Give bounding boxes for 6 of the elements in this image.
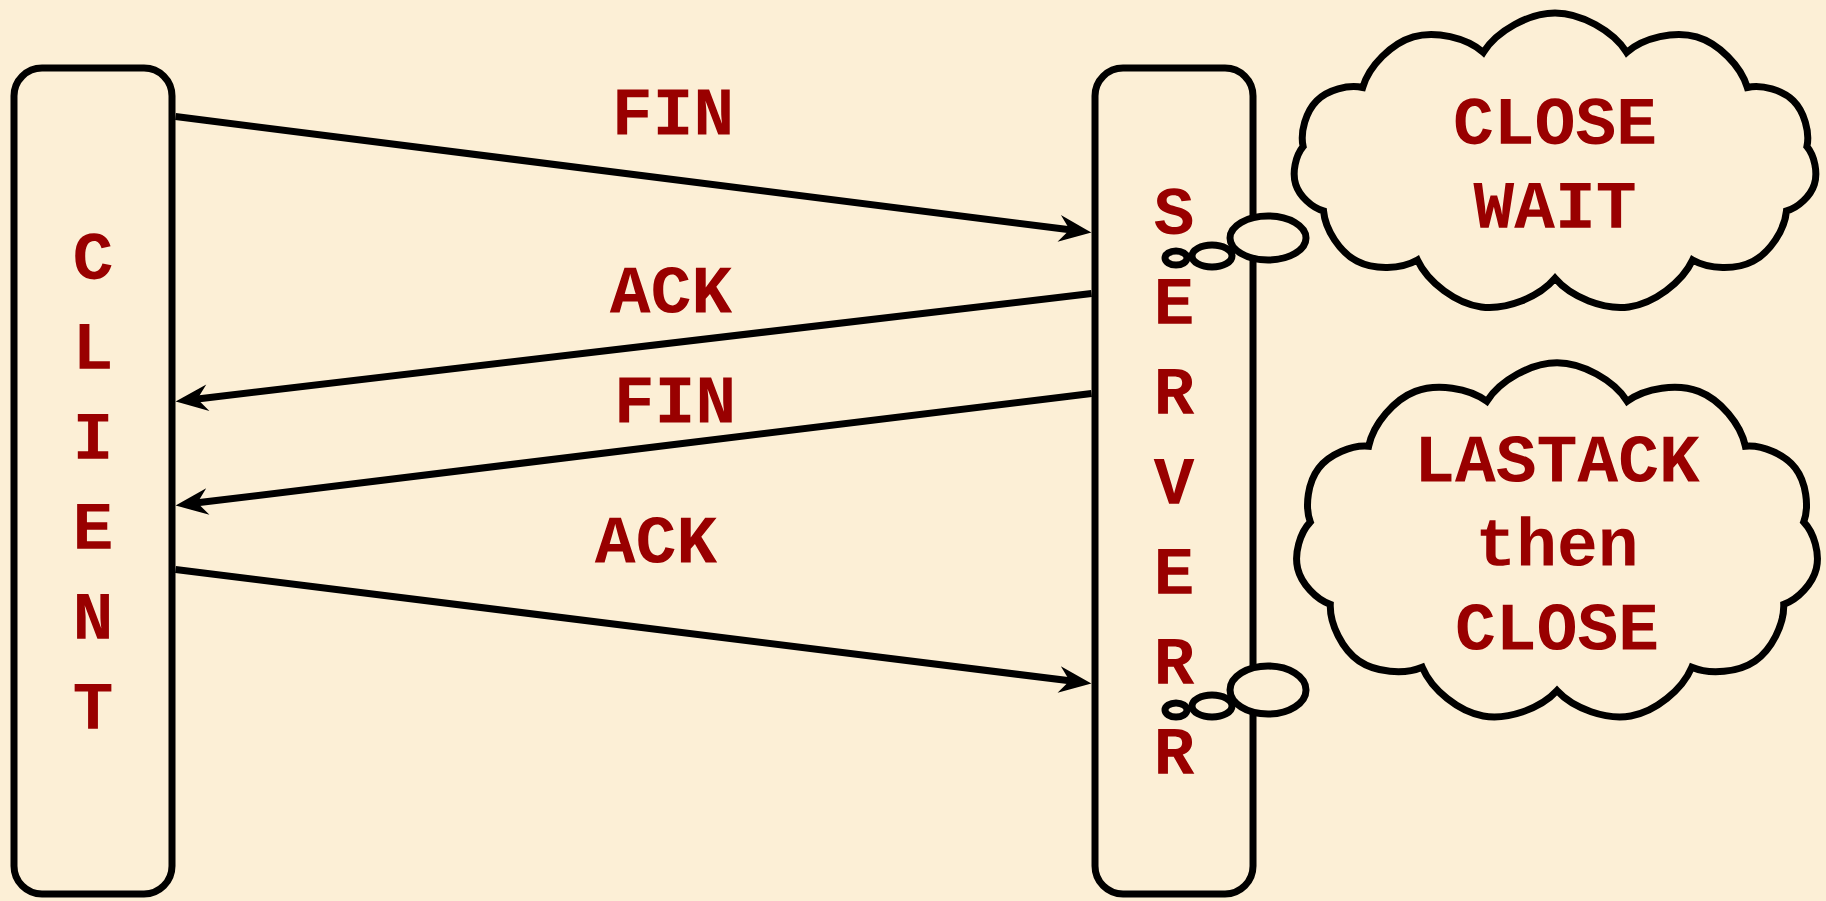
lifeline-box: SERVERR [1091, 64, 1257, 898]
lifeline-box: CLIENT [10, 64, 176, 898]
edge-label: FIN [607, 85, 739, 139]
edge-label: ACK [605, 262, 737, 318]
edge-label: FIN [609, 373, 741, 427]
edge-label: ACK [590, 512, 722, 568]
